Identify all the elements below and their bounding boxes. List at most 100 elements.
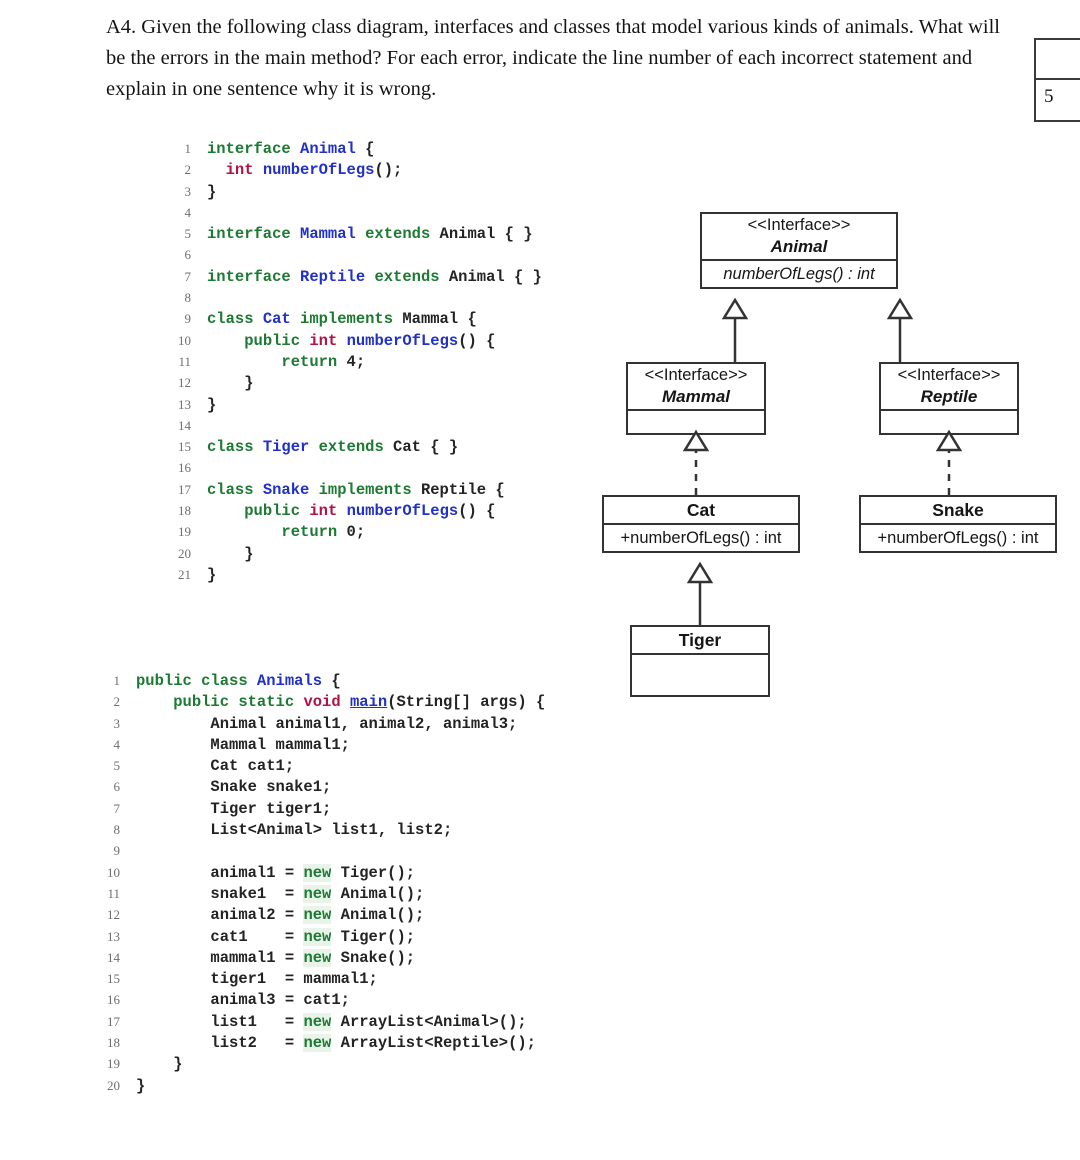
code-line: 5 interface Mammal extends Animal { } bbox=[157, 223, 542, 244]
uml-header-cat: Cat bbox=[604, 497, 798, 523]
code-line-source: class Snake implements Reptile { bbox=[207, 480, 505, 499]
uml-class-box-reptile[interactable]: <<Interface>> Reptile bbox=[879, 362, 1019, 435]
code-line-number: 7 bbox=[184, 268, 192, 284]
question-prompt: A4. Given the following class diagram, i… bbox=[106, 16, 1001, 100]
uml-member-mammal-empty bbox=[632, 412, 760, 432]
uml-member-tiger-empty bbox=[636, 656, 764, 694]
code-line-number: 20 bbox=[178, 545, 191, 561]
code-line-number: 3 bbox=[184, 183, 192, 199]
code-line: 10 public int numberOfLegs() { bbox=[157, 330, 542, 351]
uml-name-animal: Animal bbox=[770, 237, 828, 256]
code-line-number: 4 bbox=[113, 736, 121, 752]
code-line-source: interface Reptile extends Animal { } bbox=[207, 267, 542, 286]
uml-class-box-snake[interactable]: Snake +numberOfLegs() : int bbox=[859, 495, 1057, 553]
code-line: 19 return 0; bbox=[157, 521, 542, 542]
code-line-number: 11 bbox=[178, 353, 191, 369]
uml-relation-mammal-to-animal bbox=[721, 297, 749, 362]
uml-class-box-tiger[interactable]: Tiger bbox=[630, 625, 770, 697]
uml-relation-snake-to-reptile bbox=[935, 429, 963, 495]
code-line-number: 6 bbox=[184, 247, 192, 263]
uml-class-box-mammal[interactable]: <<Interface>> Mammal bbox=[626, 362, 766, 435]
code-line-number: 20 bbox=[107, 1077, 120, 1093]
code-line: 17 list1 = new ArrayList<Animal>(); bbox=[86, 1011, 545, 1032]
code-line-source: list2 = new ArrayList<Reptile>(); bbox=[136, 1034, 536, 1053]
uml-header-animal: <<Interface>> Animal bbox=[702, 214, 896, 259]
uml-header-reptile: <<Interface>> Reptile bbox=[881, 364, 1017, 409]
code-line-source: interface Mammal extends Animal { } bbox=[207, 225, 533, 244]
code-line-number: 12 bbox=[107, 907, 120, 923]
code-line: 8 bbox=[157, 287, 542, 308]
uml-name-cat: Cat bbox=[686, 500, 716, 520]
code-line: 12 animal2 = new Animal(); bbox=[86, 904, 545, 925]
code-line-source: snake1 = new Animal(); bbox=[136, 884, 425, 903]
marks-box-answer-cell[interactable] bbox=[1036, 40, 1080, 80]
code-line: 3} bbox=[157, 181, 542, 202]
uml-class-box-cat[interactable]: Cat +numberOfLegs() : int bbox=[602, 495, 800, 553]
code-line-number: 5 bbox=[184, 226, 192, 242]
uml-relation-cat-to-mammal bbox=[682, 429, 710, 495]
code-line: 14 bbox=[157, 415, 542, 436]
code-line-number: 18 bbox=[107, 1035, 120, 1051]
code-line-source: public class Animals { bbox=[136, 672, 341, 690]
code-line-number: 15 bbox=[178, 439, 191, 455]
code-line-source: List<Animal> list1, list2; bbox=[136, 821, 453, 840]
uml-name-reptile: Reptile bbox=[920, 387, 978, 406]
uml-relation-reptile-to-animal bbox=[886, 297, 914, 362]
code-line: 14 mammal1 = new Snake(); bbox=[86, 947, 545, 968]
code-line: 21} bbox=[157, 564, 542, 585]
code-line: 3 Animal animal1, animal2, animal3; bbox=[86, 713, 545, 734]
code-line-number: 4 bbox=[184, 204, 192, 220]
code-line-source: } bbox=[207, 374, 254, 393]
code-line-number: 11 bbox=[107, 885, 120, 901]
uml-header-mammal: <<Interface>> Mammal bbox=[628, 364, 764, 409]
uml-class-box-animal[interactable]: <<Interface>> Animal numberOfLegs() : in… bbox=[700, 212, 898, 289]
uml-name-mammal: Mammal bbox=[661, 387, 731, 406]
code-line: 1 public class Animals { bbox=[86, 670, 545, 691]
code-line: 20} bbox=[86, 1075, 545, 1096]
uml-stereotype-animal: <<Interface>> bbox=[747, 216, 851, 234]
code-line-number: 16 bbox=[178, 460, 191, 476]
code-line: 6 bbox=[157, 244, 542, 265]
code-line-number: 1 bbox=[113, 673, 121, 688]
code-line-source: int numberOfLegs(); bbox=[225, 161, 403, 180]
code-line-source: public int numberOfLegs() { bbox=[244, 502, 496, 521]
code-line-source: class Tiger extends Cat { } bbox=[207, 438, 459, 457]
code-line-source: interface Animal { bbox=[207, 140, 375, 158]
code-line-number: 5 bbox=[113, 758, 121, 774]
code-line-source: } bbox=[207, 565, 217, 584]
uml-member-reptile-empty bbox=[885, 412, 1013, 432]
code-line-number: 9 bbox=[184, 311, 192, 327]
code-line: 11 snake1 = new Animal(); bbox=[86, 883, 545, 904]
code-line: 18 public int numberOfLegs() { bbox=[157, 500, 542, 521]
code-line: 11 return 4; bbox=[157, 351, 542, 372]
code-line: 6 Snake snake1; bbox=[86, 776, 545, 797]
code-line-source: list1 = new ArrayList<Animal>(); bbox=[136, 1012, 527, 1031]
uml-name-snake: Snake bbox=[932, 500, 984, 520]
marks-box: 5 bbox=[1034, 38, 1080, 122]
code-line-number: 9 bbox=[113, 843, 121, 859]
code-line-source: animal3 = cat1; bbox=[136, 991, 350, 1010]
code-line-number: 13 bbox=[178, 396, 191, 412]
code-line: 15 class Tiger extends Cat { } bbox=[157, 436, 542, 457]
code-line: 13} bbox=[157, 394, 542, 415]
code-line-source: Cat cat1; bbox=[136, 757, 295, 776]
code-line: 4 bbox=[157, 202, 542, 223]
code-line-source: } bbox=[207, 544, 254, 563]
uml-stereotype-mammal: <<Interface>> bbox=[644, 366, 748, 384]
code-line: 8 List<Animal> list1, list2; bbox=[86, 819, 545, 840]
code-line-source: tiger1 = mammal1; bbox=[136, 970, 378, 989]
code-line-number: 6 bbox=[113, 779, 121, 795]
uml-stereotype-reptile: <<Interface>> bbox=[897, 366, 1001, 384]
uml-name-tiger: Tiger bbox=[678, 630, 722, 650]
code-line-source: animal1 = new Tiger(); bbox=[136, 863, 416, 882]
code-line-source: } bbox=[136, 1076, 146, 1095]
code-line-number: 2 bbox=[113, 694, 121, 710]
code-line-source: Animal animal1, animal2, animal3; bbox=[136, 714, 518, 733]
code-line-number: 19 bbox=[178, 524, 191, 540]
uml-members-reptile bbox=[881, 409, 1017, 433]
code-line-number: 14 bbox=[178, 417, 191, 433]
uml-relation-tiger-to-cat bbox=[686, 561, 714, 625]
code-line: 7 Tiger tiger1; bbox=[86, 798, 545, 819]
